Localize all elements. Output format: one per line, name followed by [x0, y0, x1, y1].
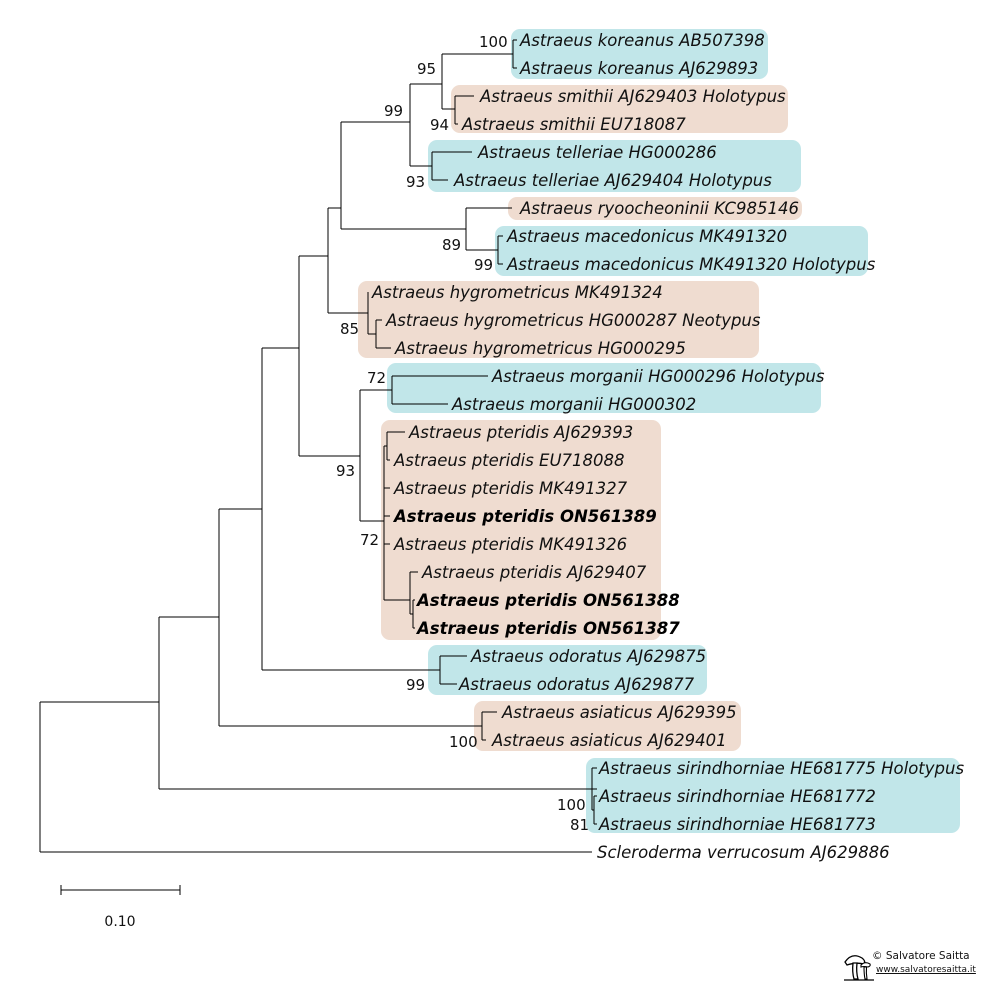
support-value: 72: [360, 531, 379, 549]
copyright-icon: ©: [872, 950, 883, 962]
clade-box-blue: [586, 758, 960, 833]
tip-label-sir2: Astraeus sirindhorniae HE681772: [598, 787, 876, 806]
support-value: 89: [442, 236, 461, 254]
tip-label-tel2: Astraeus telleriae AJ629404 Holotypus: [453, 171, 772, 190]
support-value: 95: [417, 60, 436, 78]
support-value: 100: [449, 733, 478, 751]
clade-box-blue: [428, 140, 801, 192]
clade-box-tan: [508, 197, 802, 220]
tip-label-tel1: Astraeus telleriae HG000286: [477, 143, 717, 162]
clade-box-tan: [358, 281, 759, 358]
tip-label-mor2: Astraeus morganii HG000302: [451, 395, 696, 414]
support-value: 93: [406, 173, 425, 191]
clade-box-blue: [428, 645, 707, 695]
tip-label-pte2: Astraeus pteridis EU718088: [393, 451, 625, 470]
support-value: 94: [430, 116, 449, 134]
tip-label-asi2: Astraeus asiaticus AJ629401: [491, 731, 727, 750]
support-value: 99: [474, 256, 493, 274]
tip-label-kor1: Astraeus koreanus AB507398: [519, 31, 765, 50]
clade-highlight-boxes: [358, 29, 960, 833]
scale-bar: 0.10: [60, 885, 181, 930]
tip-label-pte6: Astraeus pteridis AJ629407: [421, 563, 647, 582]
tip-label-pte8: Astraeus pteridis ON561387: [415, 619, 680, 638]
tip-label-odo1: Astraeus odoratus AJ629875: [470, 647, 706, 666]
tip-label-pte7: Astraeus pteridis ON561388: [415, 591, 680, 610]
tip-label-smi1: Astraeus smithii AJ629403 Holotypus: [479, 87, 786, 106]
tip-label-smi2: Astraeus smithii EU718087: [461, 115, 686, 134]
scale-bar-label: 0.10: [104, 914, 135, 930]
tip-label-mor1: Astraeus morganii HG000296 Holotypus: [491, 367, 825, 386]
tip-label-pte3: Astraeus pteridis MK491327: [393, 479, 628, 498]
credit-url: www.salvatoresaitta.it: [876, 965, 976, 975]
tip-label-ryo: Astraeus ryoocheoninii KC985146: [519, 199, 799, 218]
photographer-credit: © Salvatore Saitta www.salvatoresaitta.i…: [842, 948, 982, 982]
tip-label-mac2: Astraeus macedonicus MK491320 Holotypus: [506, 255, 876, 274]
clade-box-blue: [387, 363, 821, 413]
clade-box-tan: [474, 701, 741, 751]
tip-label-pte5: Astraeus pteridis MK491326: [393, 535, 627, 554]
support-value: 93: [336, 462, 355, 480]
tip-label-asi1: Astraeus asiaticus AJ629395: [501, 703, 737, 722]
tree-branches: [39, 39, 597, 853]
clade-box-tan: [451, 85, 788, 133]
tip-label-pte1: Astraeus pteridis AJ629393: [408, 423, 633, 442]
tip-label-odo2: Astraeus odoratus AJ629877: [458, 675, 695, 694]
tip-label-hyg2: Astraeus hygrometricus HG000287 Neotypus: [385, 311, 761, 330]
credit-name-text: Salvatore Saitta: [885, 950, 970, 962]
mushroom-logo: [844, 955, 874, 981]
clade-box-blue: [511, 29, 768, 79]
support-value: 81: [570, 816, 589, 834]
tip-label-kor2: Astraeus koreanus AJ629893: [519, 59, 758, 78]
support-value: 85: [340, 320, 359, 338]
support-value: 99: [384, 102, 403, 120]
support-values: 100 95 99 94 93 89 99 85 72 93 72 99 100 100 81: [336, 33, 589, 834]
tip-label-sir3: Astraeus sirindhorniae HE681773: [598, 815, 876, 834]
clade-box-tan: [381, 420, 661, 640]
credit-name: © Salvatore Saitta: [872, 950, 970, 962]
support-value: 100: [557, 796, 586, 814]
support-value: 100: [479, 33, 508, 51]
tip-label-pte4: Astraeus pteridis ON561389: [392, 507, 657, 526]
tip-label-mac1: Astraeus macedonicus MK491320: [506, 227, 787, 246]
support-value: 99: [406, 676, 425, 694]
clade-box-blue: [495, 226, 868, 276]
tip-label-sir1: Astraeus sirindhorniae HE681775 Holotypu…: [598, 759, 964, 778]
support-value: 72: [367, 369, 386, 387]
tip-label-hyg1: Astraeus hygrometricus MK491324: [371, 283, 663, 302]
tip-label-hyg3: Astraeus hygrometricus HG000295: [394, 339, 686, 358]
tip-label-scl: Scleroderma verrucosum AJ629886: [597, 843, 890, 862]
